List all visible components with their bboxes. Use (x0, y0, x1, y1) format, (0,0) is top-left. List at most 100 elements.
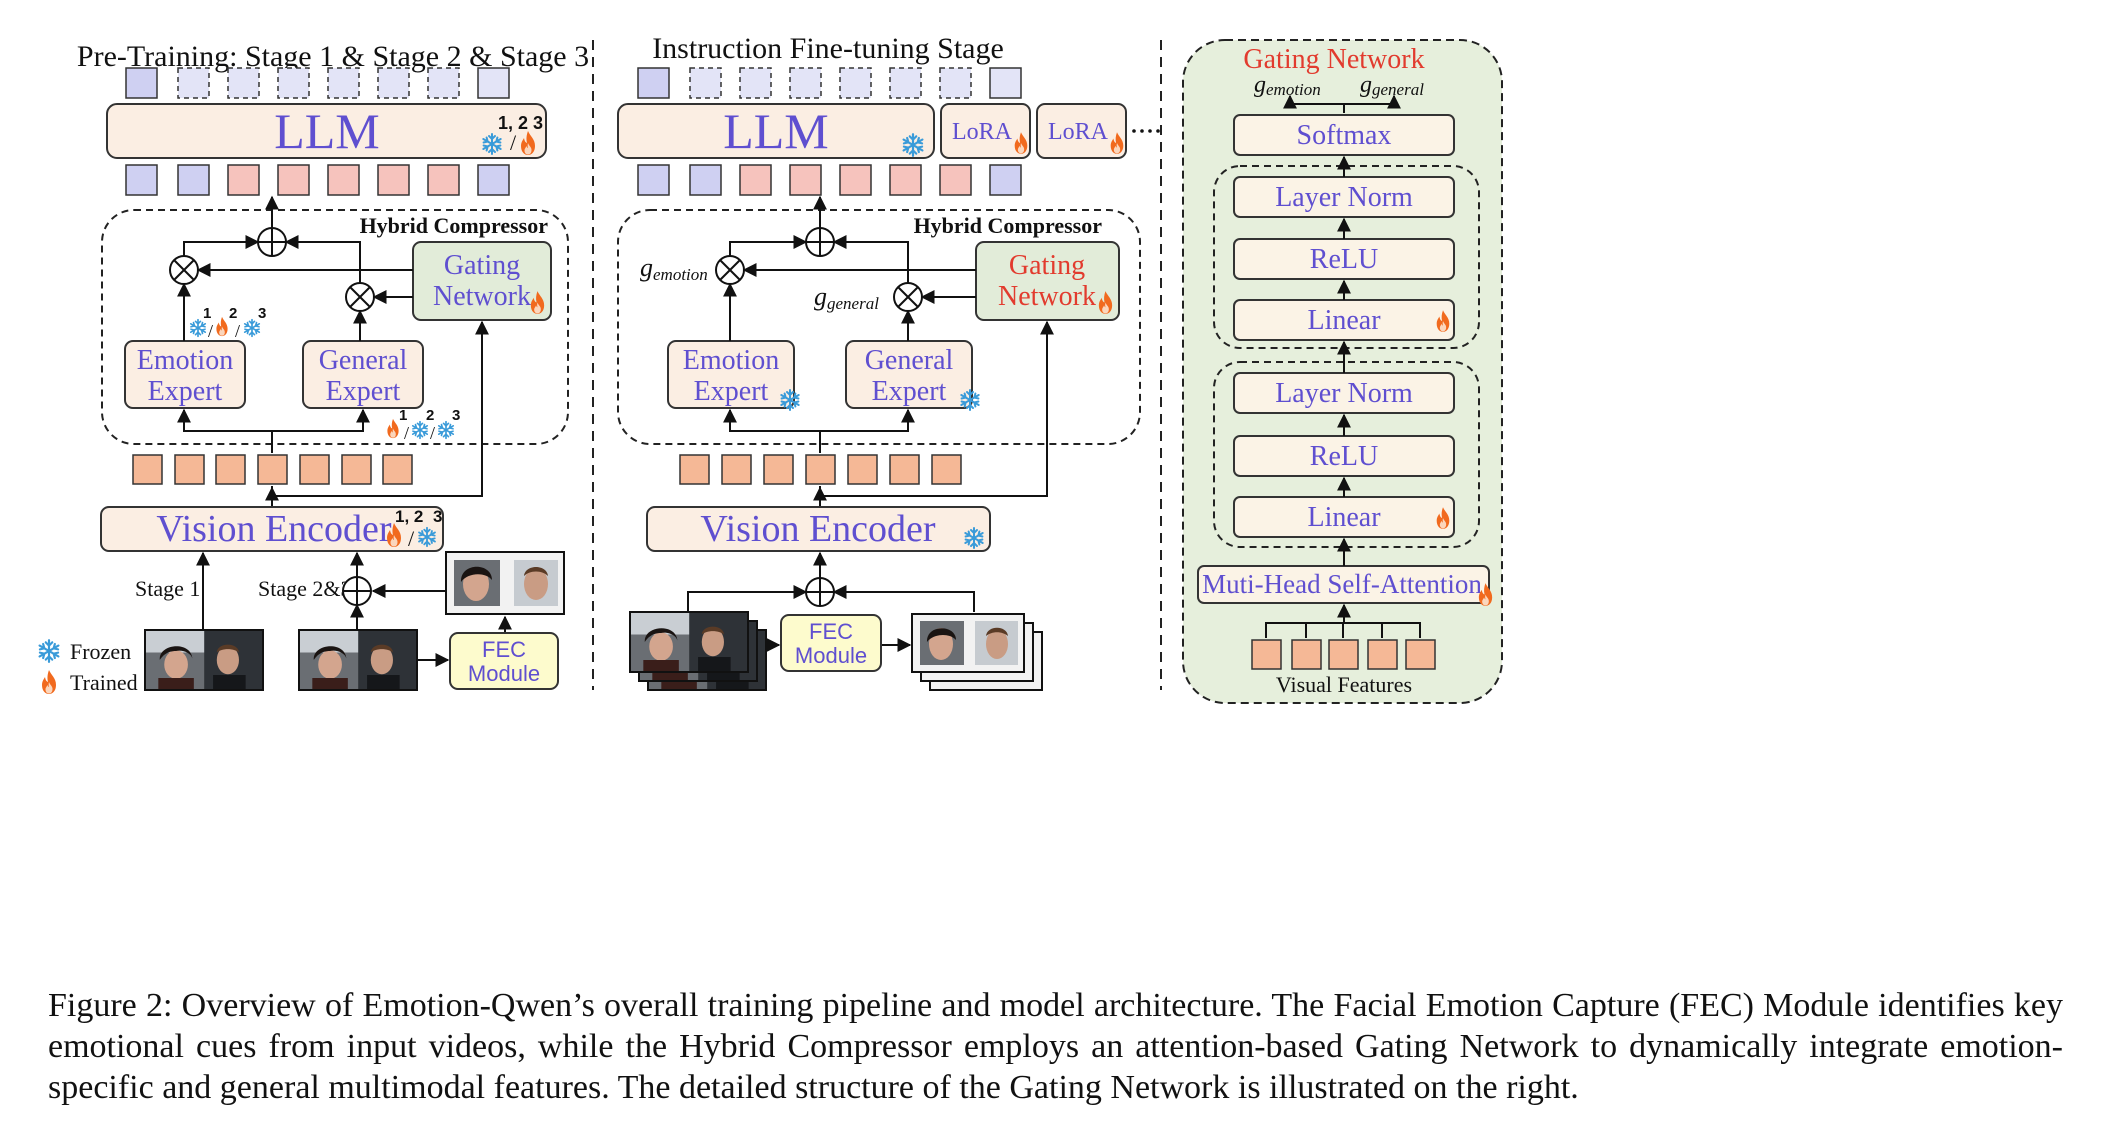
output-token (227, 67, 260, 99)
fec-label-line1: FEC (482, 637, 526, 662)
layer-norm-label: Layer Norm (1275, 182, 1413, 213)
fire-icon (216, 316, 228, 337)
legend-frozen: Frozen (70, 639, 131, 664)
stage-mark: 3 (533, 113, 543, 133)
input-token (125, 164, 158, 196)
input-token (227, 164, 260, 196)
input-token (177, 164, 210, 196)
relu-label: ReLU (1310, 441, 1378, 472)
g-general-label: ggeneral (1360, 72, 1424, 99)
input-token (889, 164, 922, 196)
emotion-expert-line2: Expert (148, 376, 223, 407)
feature-token (1367, 639, 1398, 670)
output-token (739, 67, 772, 99)
g-emotion-label: gemotion (1254, 72, 1321, 99)
input-token (427, 164, 460, 196)
input-token (789, 164, 822, 196)
input-token (989, 164, 1022, 196)
output-token (477, 67, 510, 99)
feature-token (889, 454, 920, 485)
input-token (477, 164, 510, 196)
emotion-expert-line1: Emotion (137, 345, 233, 376)
input-token (637, 164, 670, 196)
legend: Frozen Trained (38, 639, 138, 695)
stage1-label: Stage 1 (135, 576, 200, 601)
emotion-expert-line2: Expert (694, 376, 769, 407)
general-expert-line2: Expert (326, 376, 401, 407)
fire-icon (42, 670, 56, 694)
fec-label-line2: Module (795, 643, 867, 668)
middle-panel: Instruction Fine-tuning Stage LLM LoRA L… (617, 32, 1160, 691)
emotion-expert-line1: Emotion (683, 345, 779, 376)
vision-encoder-box (100, 506, 444, 552)
feature-token (1328, 639, 1359, 670)
svg-text:2: 2 (229, 305, 237, 322)
feature-token (257, 454, 288, 485)
input-token (939, 164, 972, 196)
figure-caption: Figure 2: Overview of Emotion-Qwen’s ove… (48, 985, 2063, 1108)
middle-input-tokens (637, 164, 1022, 196)
snowflake-icon (38, 639, 60, 663)
output-token (637, 67, 670, 99)
fec-module-box (449, 632, 559, 690)
legend-trained: Trained (70, 670, 138, 695)
left-compressed-tokens (132, 454, 413, 485)
output-token (327, 67, 360, 99)
linear-label: Linear (1307, 502, 1381, 533)
svg-text:3: 3 (258, 305, 266, 322)
right-panel: Gating Network gemotion ggeneral Softmax… (1182, 39, 1503, 704)
fire-icon (387, 418, 399, 439)
feature-token (132, 454, 163, 485)
lora-box (1036, 103, 1127, 159)
left-output-tokens (125, 67, 510, 99)
face-crop-stack (911, 613, 1043, 691)
general-expert-box (302, 340, 424, 409)
svg-text:/: / (404, 423, 409, 443)
input-video-stack (629, 611, 767, 691)
feature-token (174, 454, 205, 485)
general-expert-line1: General (865, 345, 954, 376)
general-expert-line2: Expert (872, 376, 947, 407)
feature-token (1291, 639, 1322, 670)
output-token (125, 67, 158, 99)
fec-module-box (780, 614, 882, 672)
llm-box (106, 103, 547, 159)
visual-feature-tokens (1251, 639, 1436, 670)
input-video-frame (298, 629, 418, 691)
output-token (939, 67, 972, 99)
stage-mark: 1, 2 (498, 113, 528, 133)
snowflake-icon (243, 318, 261, 338)
feature-token (215, 454, 246, 485)
input-token (689, 164, 722, 196)
gating-network-box (975, 241, 1120, 321)
output-token (889, 67, 922, 99)
visual-features-label: Visual Features (1276, 672, 1412, 697)
output-token (177, 67, 210, 99)
feature-token (1405, 639, 1436, 670)
layer-norm-label: Layer Norm (1275, 378, 1413, 409)
vision-encoder-box (646, 506, 991, 552)
svg-text:2: 2 (426, 407, 434, 424)
input-token (277, 164, 310, 196)
svg-text:1, 2: 1, 2 (395, 507, 423, 526)
output-token (377, 67, 410, 99)
svg-text:3: 3 (433, 507, 442, 526)
input-token (327, 164, 360, 196)
svg-text:/: / (430, 423, 435, 443)
svg-text:/: / (208, 321, 213, 341)
output-token (689, 67, 722, 99)
feature-token (805, 454, 836, 485)
gating-network-box (412, 241, 552, 321)
architecture-diagram: Pre-Training: Stage 1 & Stage 2 & Stage … (38, 32, 1503, 704)
fec-label-line1: FEC (809, 619, 853, 644)
fec-label-line2: Module (468, 661, 540, 686)
input-token (839, 164, 872, 196)
relu-label: ReLU (1310, 244, 1378, 275)
output-token (277, 67, 310, 99)
snowflake-icon (411, 420, 429, 440)
softmax-box (1233, 114, 1455, 156)
input-video-frame (144, 629, 264, 691)
snowflake-icon (437, 420, 455, 440)
general-expert-line1: General (319, 345, 408, 376)
